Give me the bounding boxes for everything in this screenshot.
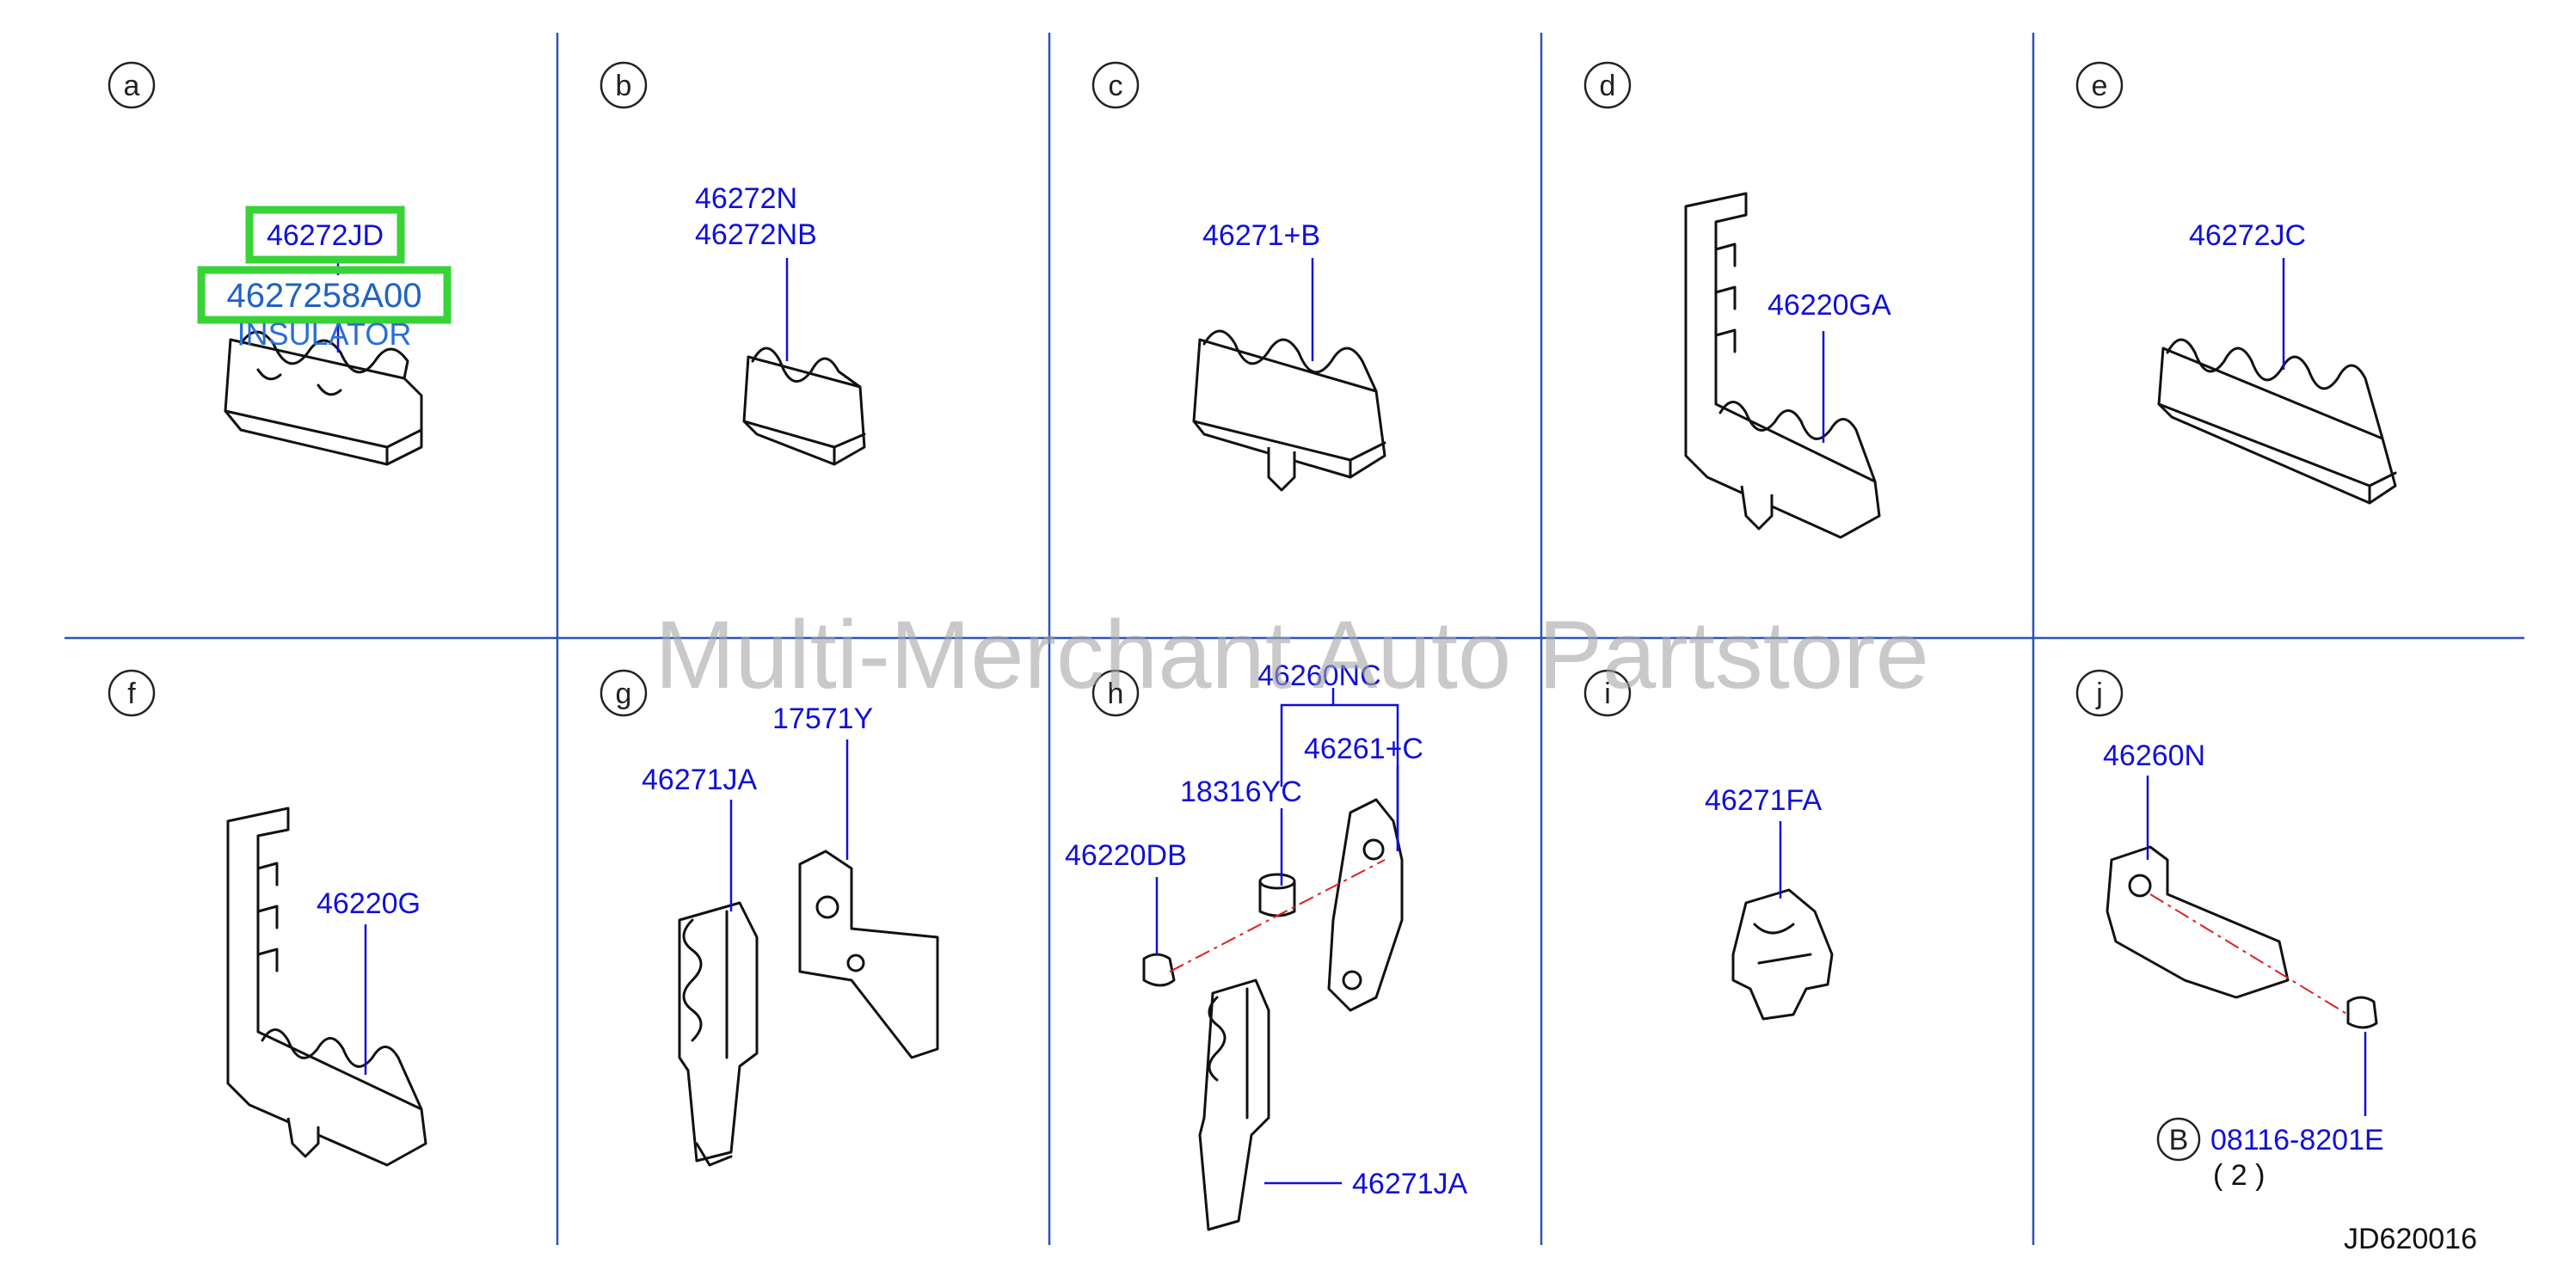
panel-label-i: i: [1583, 669, 1632, 717]
watermark-text: Multi-Merchant Auto Partstore: [655, 601, 1928, 709]
highlight-46272JD: [245, 206, 405, 264]
panel-h-drawing: [1142, 798, 1404, 1231]
svg-text:h: h: [1108, 678, 1124, 710]
diagram-code: JD620016: [2344, 1223, 2477, 1255]
panel-label-a: a: [108, 61, 156, 109]
part-number-46220GA[interactable]: 46220GA: [1768, 289, 1891, 322]
panel-g-drawing: [678, 850, 939, 1167]
part-number-46271+B[interactable]: 46271+B: [1202, 219, 1320, 252]
svg-text:e: e: [2092, 70, 2108, 102]
panel-a-clip-drawing: [224, 330, 423, 466]
part-number-08116-8201E[interactable]: 08116-8201E: [2210, 1124, 2384, 1156]
svg-text:b: b: [616, 70, 632, 102]
part-number-46260N[interactable]: 46260N: [2103, 739, 2205, 772]
part-number-46272N[interactable]: 46272N: [695, 182, 797, 215]
part-number-46271FA[interactable]: 46271FA: [1705, 784, 1822, 817]
svg-text:c: c: [1109, 70, 1123, 102]
panel-f-clip-drawing: [226, 807, 427, 1167]
svg-text:i: i: [1604, 678, 1611, 710]
panel-label-e: e: [2075, 61, 2124, 109]
panel-labels: a b c d e f g h i j: [108, 61, 2124, 717]
part-number-46260NC[interactable]: 46260NC: [1257, 659, 1381, 692]
svg-text:a: a: [124, 70, 140, 102]
part-number-46271JA[interactable]: 46271JA: [642, 764, 758, 796]
grid-lines: [65, 33, 2524, 1245]
part-number-46272JC[interactable]: 46272JC: [2189, 219, 2306, 252]
part-number-46271JA-h[interactable]: 46271JA: [1352, 1168, 1468, 1200]
panel-i-clip-drawing: [1731, 888, 1834, 1021]
part-number-46272JD[interactable]: 46272JD: [267, 219, 384, 252]
panel-e-clip-drawing: [2157, 338, 2397, 505]
panel-h-centerline: [1169, 859, 1386, 972]
panel-label-g: g: [599, 669, 648, 717]
panel-c-clip-drawing: [1192, 329, 1386, 492]
panel-d-clip-drawing: [1684, 192, 1881, 539]
part-number-46220G[interactable]: 46220G: [317, 887, 421, 920]
svg-text:f: f: [127, 678, 136, 710]
panel-label-c: c: [1091, 61, 1140, 109]
part-number-17571Y[interactable]: 17571Y: [772, 702, 873, 735]
svg-text:B: B: [2169, 1124, 2189, 1156]
panel-label-b: b: [599, 61, 648, 109]
panel-b-clip-drawing: [742, 347, 866, 466]
panel-label-j: j: [2075, 669, 2124, 717]
svg-text:d: d: [1600, 70, 1616, 102]
panel-j-drawing: [2106, 845, 2378, 1029]
quantity-label: ( 2 ): [2213, 1159, 2265, 1192]
reference-marker-b: B: [2156, 1117, 2201, 1162]
panel-j-centerline: [2149, 893, 2349, 1015]
part-number-46272NB[interactable]: 46272NB: [695, 218, 817, 251]
insulator-label: INSULATOR: [237, 316, 412, 352]
panel-label-f: f: [108, 669, 156, 717]
panel-label-d: d: [1583, 61, 1632, 109]
svg-text:g: g: [616, 678, 632, 710]
panel-label-h: h: [1091, 669, 1140, 717]
part-number-18316YC[interactable]: 18316YC: [1180, 776, 1302, 808]
part-number-46261+C[interactable]: 46261+C: [1304, 733, 1423, 765]
part-number-4627258A00[interactable]: 4627258A00: [227, 277, 422, 315]
highlight-4627258A00: [197, 266, 452, 324]
part-number-46220DB[interactable]: 46220DB: [1065, 839, 1187, 872]
svg-text:j: j: [2095, 678, 2103, 710]
